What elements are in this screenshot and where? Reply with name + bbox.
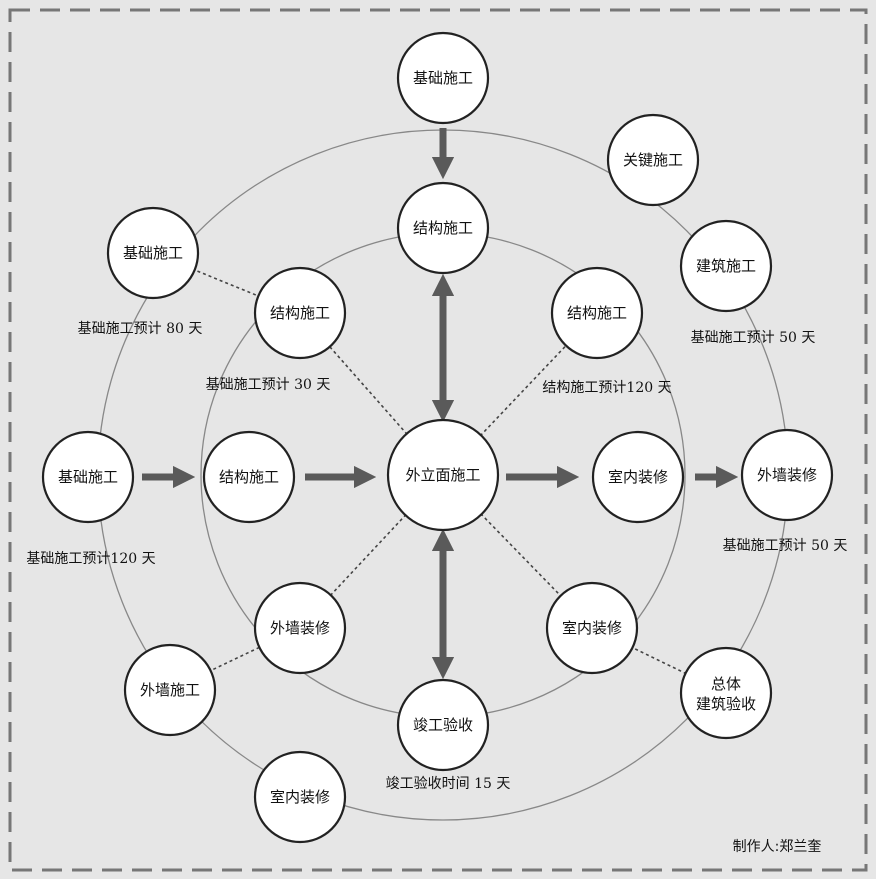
node-label-inner-left: 结构施工 — [219, 468, 279, 486]
node-label-build: 建筑施工 — [696, 257, 756, 275]
node-left — [41, 430, 135, 524]
caption-6: 基础施工预计 50 天 — [723, 537, 848, 554]
arrows — [142, 128, 739, 680]
author-credit: 制作人:郑兰奎 — [733, 839, 822, 855]
node-label-accept-line2: 建筑验收 — [696, 695, 756, 713]
node-label-inner-br: 室内装修 — [562, 619, 622, 637]
node-accept — [679, 646, 773, 740]
node-label-bl: 外墙施工 — [140, 681, 200, 699]
caption-2: 基础施工预计 30 天 — [206, 376, 331, 393]
node-label-inner-bl: 外墙装修 — [270, 619, 330, 637]
node-bottom-left — [253, 750, 347, 844]
node-label-inner-right: 室内装修 — [608, 468, 668, 486]
caption-3: 基础施工预计 50 天 — [691, 329, 816, 346]
node-center — [386, 418, 500, 532]
node-bl — [123, 643, 217, 737]
node-inner-br — [545, 581, 639, 675]
caption-5: 基础施工预计120 天 — [26, 550, 155, 567]
node-build — [679, 219, 773, 313]
node-label-inner-tl: 结构施工 — [270, 304, 330, 322]
node-key — [606, 113, 700, 207]
node-label-left-upper: 基础施工 — [123, 244, 183, 262]
node-left-upper — [106, 206, 200, 300]
node-label-bottom-left: 室内装修 — [270, 788, 330, 806]
caption-1: 基础施工预计 80 天 — [78, 320, 203, 337]
node-label-inner-tr: 结构施工 — [567, 304, 627, 322]
node-inner-right — [591, 430, 685, 524]
node-inner-top — [396, 181, 490, 275]
node-label-bottom: 竣工验收 — [413, 716, 473, 734]
node-inner-tl — [253, 266, 347, 360]
node-label-left: 基础施工 — [58, 468, 118, 486]
node-inner-bl — [253, 581, 347, 675]
node-top — [396, 31, 490, 125]
caption-7: 竣工验收时间 15 天 — [386, 776, 511, 792]
node-inner-left — [202, 430, 296, 524]
node-label-top: 基础施工 — [413, 69, 473, 87]
caption-4: 结构施工预计120 天 — [542, 380, 671, 396]
dashed-frame — [8, 8, 868, 872]
node-label-right: 外墙装修 — [757, 466, 817, 484]
node-right — [740, 428, 834, 522]
node-label-accept-line1: 总体 — [711, 675, 741, 693]
node-label-inner-top: 结构施工 — [413, 219, 473, 237]
node-label-center: 外立面施工 — [405, 466, 480, 484]
node-bottom — [396, 678, 490, 772]
node-inner-tr — [550, 266, 644, 360]
node-label-key: 关键施工 — [623, 151, 683, 169]
